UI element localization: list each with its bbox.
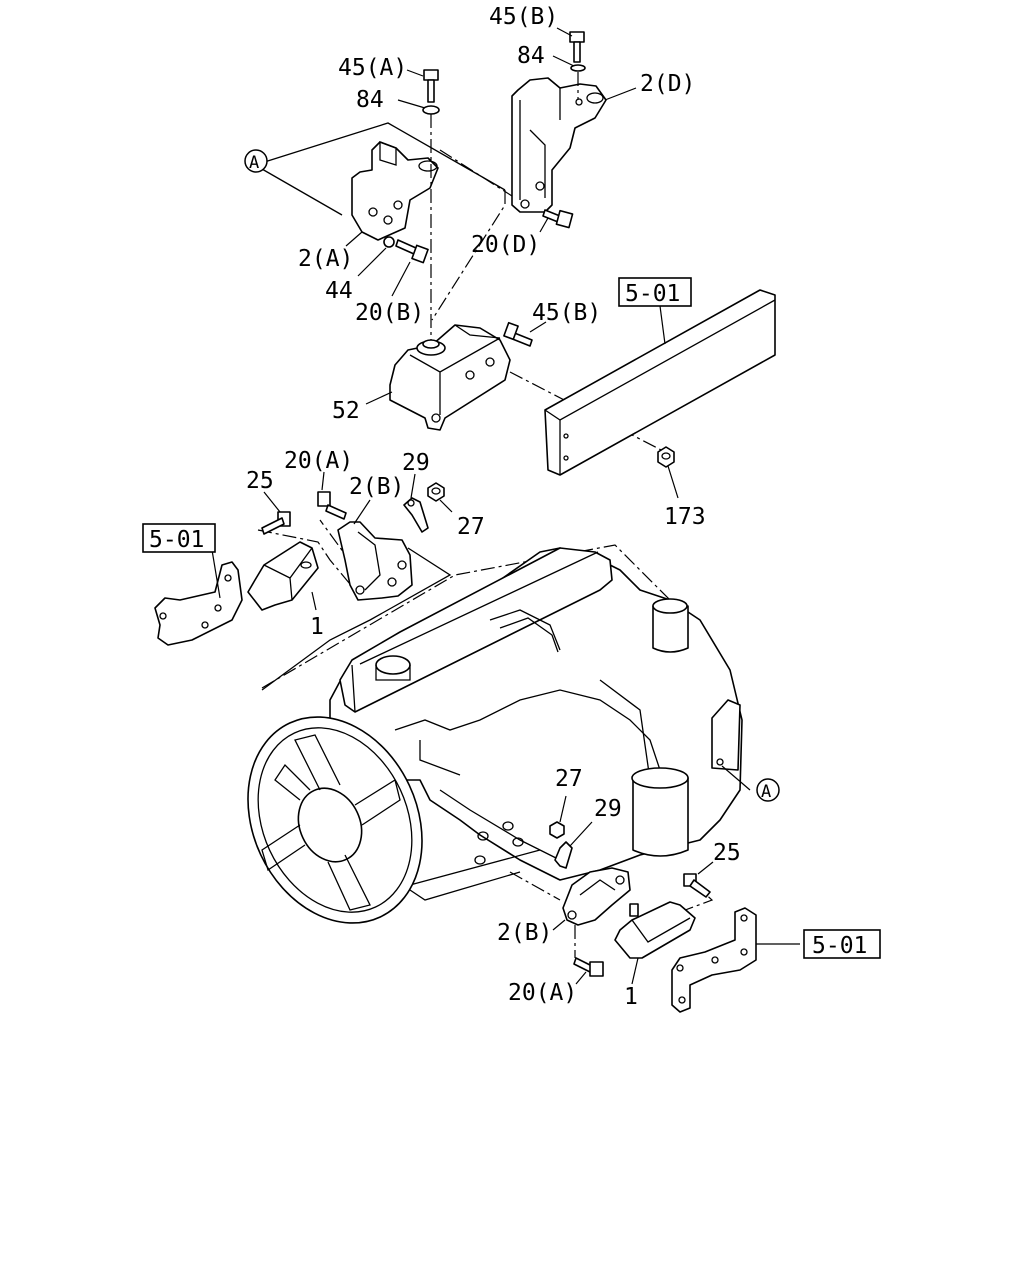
label-2b-left: 2(B) xyxy=(349,474,404,500)
ref-box-right xyxy=(803,929,881,959)
bolt-20b xyxy=(395,239,417,255)
label-45a: 45(A) xyxy=(338,55,407,81)
washer-44 xyxy=(383,236,395,248)
bolt-45a xyxy=(423,69,439,81)
nut-27-right xyxy=(549,821,565,839)
label-27-left: 27 xyxy=(457,514,485,540)
circle-a-marker-right xyxy=(756,778,780,802)
ref-box-top xyxy=(618,277,692,307)
frame-bracket-left xyxy=(154,561,243,646)
label-45b-mid: 45(B) xyxy=(532,300,601,326)
label-ref-501-right: 5-01 xyxy=(812,933,867,959)
bolt-45b-top xyxy=(569,31,585,43)
oil-filter xyxy=(632,777,689,857)
leader-lines xyxy=(211,27,800,985)
label-45b-top: 45(B) xyxy=(489,4,558,30)
label-20d: 20(D) xyxy=(471,232,540,258)
label-circle-a-top: A xyxy=(249,153,259,173)
bracket-2b-left xyxy=(337,521,413,601)
label-25-right: 25 xyxy=(713,840,741,866)
insulator-1-right xyxy=(614,901,696,959)
left-front-mount xyxy=(154,482,452,691)
part-labels: 45(B) 84 45(A) 84 2(D) A 2(A) 44 20(B) 2… xyxy=(149,4,867,1010)
insulator-1-left xyxy=(247,541,319,611)
label-44: 44 xyxy=(325,278,353,304)
circle-a-marker-top xyxy=(244,149,268,173)
fuel-filter xyxy=(652,605,689,653)
cooling-fan xyxy=(247,716,423,924)
nut-27-left xyxy=(427,482,445,502)
label-29-right: 29 xyxy=(594,796,622,822)
label-1-left: 1 xyxy=(310,614,324,640)
label-27-right: 27 xyxy=(555,766,583,792)
bracket-2a xyxy=(351,141,439,241)
label-20a-left: 20(A) xyxy=(284,448,353,474)
rubber-mount-52 xyxy=(389,324,511,431)
label-29-left: 29 xyxy=(402,450,430,476)
label-ref-501-top: 5-01 xyxy=(625,281,680,307)
bracket-2b-right xyxy=(562,867,631,926)
rear-mount-assembly xyxy=(254,31,666,453)
label-173: 173 xyxy=(664,504,706,530)
right-front-mount xyxy=(509,821,757,1013)
washer-84-top xyxy=(570,64,586,72)
label-2d: 2(D) xyxy=(640,71,695,97)
bolt-20a-left xyxy=(317,491,331,507)
label-ref-501-left: 5-01 xyxy=(149,527,204,553)
nut-173 xyxy=(657,446,675,468)
washer-84-left xyxy=(422,105,440,115)
label-84-top: 84 xyxy=(517,43,545,69)
engine-block xyxy=(261,544,743,901)
label-84-left: 84 xyxy=(356,87,384,113)
oil-filler-cap xyxy=(375,655,411,675)
frame-bracket-right xyxy=(671,907,757,1013)
frame-rail-top xyxy=(544,289,776,476)
label-20b: 20(B) xyxy=(355,300,424,326)
label-2a: 2(A) xyxy=(298,246,353,272)
label-20a-right: 20(A) xyxy=(508,980,577,1006)
label-25-left: 25 xyxy=(246,468,274,494)
bracket-2d xyxy=(511,77,607,213)
ref-box-left xyxy=(142,523,216,553)
label-52: 52 xyxy=(332,398,360,424)
label-circle-a-right: A xyxy=(761,782,771,802)
clip-29-right xyxy=(554,841,573,869)
label-1-right: 1 xyxy=(624,984,638,1010)
label-2b-right: 2(B) xyxy=(497,920,552,946)
